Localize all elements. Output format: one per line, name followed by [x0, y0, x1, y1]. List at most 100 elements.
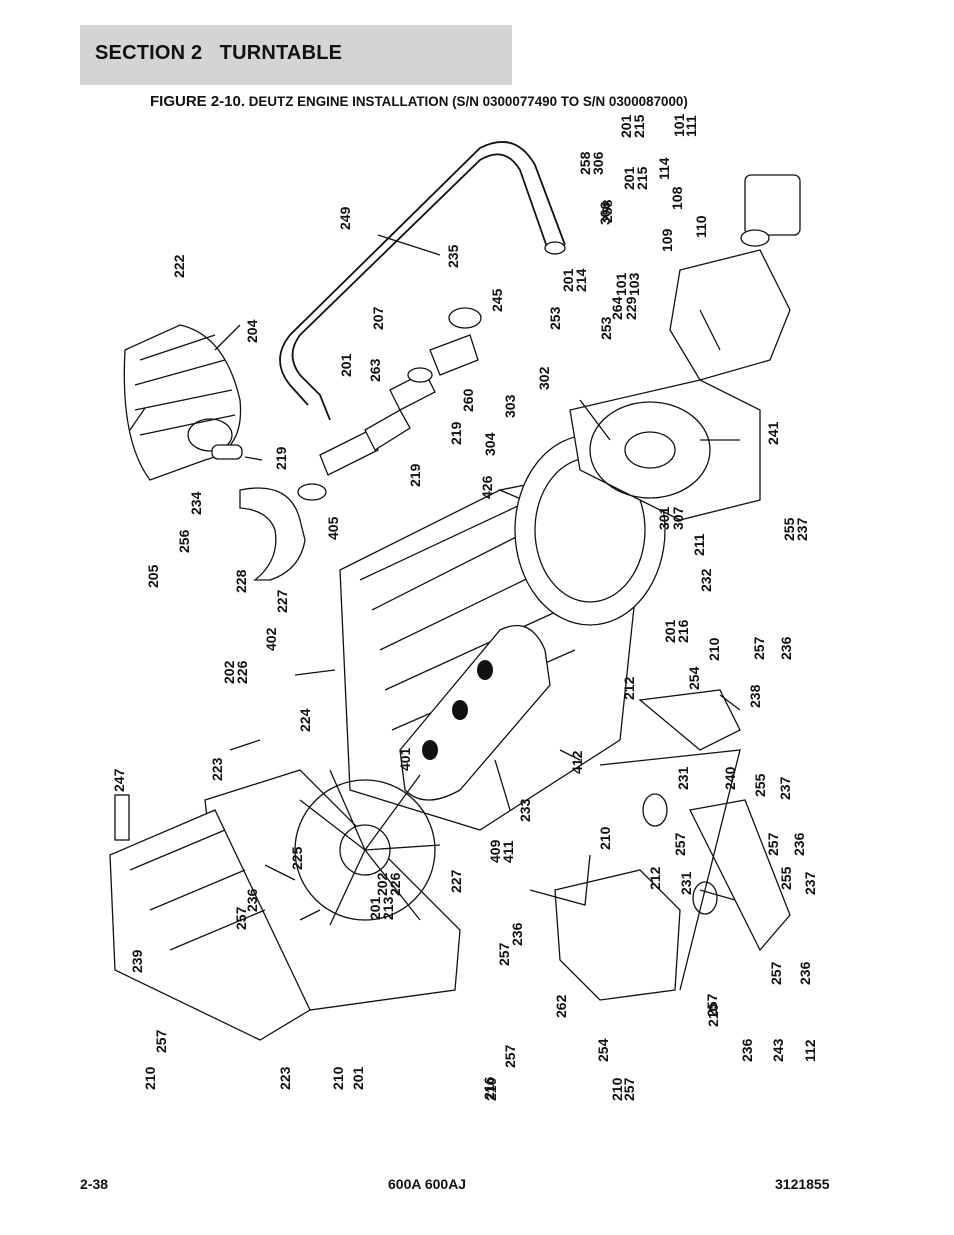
document-number: 3121855 — [775, 1176, 830, 1192]
callout-256: 256 — [176, 529, 192, 553]
callout-201: 201 — [560, 268, 576, 292]
callout-114: 114 — [656, 157, 672, 180]
callout-210: 210 — [705, 1003, 721, 1027]
callout-201: 201 — [338, 353, 354, 377]
callout-257: 257 — [621, 1077, 637, 1101]
callout-201: 201 — [618, 114, 634, 138]
callout-254: 254 — [595, 1038, 611, 1062]
callout-215: 215 — [634, 166, 650, 190]
model-numbers: 600A 600AJ — [388, 1176, 467, 1192]
callout-236: 236 — [778, 636, 794, 660]
callout-219: 219 — [407, 463, 423, 487]
callout-303: 303 — [502, 394, 518, 418]
callout-201: 201 — [621, 166, 637, 190]
callout-257: 257 — [502, 1044, 518, 1068]
callout-257: 257 — [751, 636, 767, 660]
callout-216: 216 — [481, 1076, 497, 1100]
callout-239: 239 — [129, 949, 145, 973]
callout-214: 214 — [573, 268, 589, 292]
callout-253: 253 — [547, 306, 563, 330]
callout-229: 229 — [623, 296, 639, 320]
callout-247: 247 — [111, 768, 127, 792]
callout-223: 223 — [209, 757, 225, 781]
callout-215: 215 — [631, 114, 647, 138]
callout-241: 241 — [765, 421, 781, 445]
callout-253: 253 — [598, 316, 614, 340]
callout-227: 227 — [274, 589, 290, 613]
callout-201: 201 — [662, 619, 678, 643]
callout-257: 257 — [704, 993, 720, 1017]
callout-231: 231 — [678, 871, 694, 895]
callout-226: 226 — [387, 872, 403, 896]
callout-232: 232 — [698, 568, 714, 592]
callout-254: 254 — [686, 666, 702, 690]
callout-255: 255 — [781, 517, 797, 541]
page-number: 2-38 — [80, 1176, 109, 1192]
callout-306: 306 — [597, 201, 613, 225]
callout-216: 216 — [675, 619, 691, 643]
callout-103: 103 — [626, 272, 642, 296]
callout-409: 409 — [487, 839, 503, 863]
callout-263: 263 — [367, 358, 383, 382]
callout-412: 412 — [569, 750, 585, 774]
callout-210: 210 — [706, 637, 722, 661]
callout-257: 257 — [496, 942, 512, 966]
callout-207: 207 — [370, 306, 386, 330]
callout-402: 402 — [263, 627, 279, 651]
callout-234: 234 — [188, 491, 204, 515]
exploded-view-art — [109, 140, 801, 1041]
callout-236: 236 — [739, 1038, 755, 1062]
callout-231: 231 — [675, 766, 691, 790]
callout-257: 257 — [153, 1029, 169, 1053]
callout-304: 304 — [482, 432, 498, 456]
callout-108: 108 — [669, 186, 685, 210]
callout-238: 238 — [747, 684, 763, 708]
callout-401: 401 — [397, 747, 413, 771]
callout-258: 258 — [577, 151, 593, 175]
callout-212: 212 — [621, 676, 637, 700]
callout-255: 255 — [778, 866, 794, 890]
callout-307: 307 — [670, 506, 686, 530]
callout-210: 210 — [597, 826, 613, 850]
callout-240: 240 — [722, 766, 738, 790]
callout-101: 101 — [671, 113, 687, 137]
figure-title: DEUTZ ENGINE INSTALLATION (S/N 030007749… — [245, 94, 688, 109]
callout-405: 405 — [325, 516, 341, 540]
callout-302: 302 — [536, 366, 552, 390]
callout-257: 257 — [765, 832, 781, 856]
callout-213: 213 — [380, 896, 396, 920]
callout-228: 228 — [233, 569, 249, 593]
callout-411: 411 — [500, 840, 516, 863]
callout-109: 109 — [659, 228, 675, 252]
callout-237: 237 — [794, 517, 810, 541]
callout-255: 255 — [752, 773, 768, 797]
section-header: SECTION 2 TURNTABLE — [80, 25, 512, 85]
callout-236: 236 — [509, 922, 525, 946]
figure-caption: FIGURE 2-10. DEUTZ ENGINE INSTALLATION (… — [150, 93, 688, 110]
callout-219: 219 — [273, 446, 289, 470]
callout-226: 226 — [234, 660, 250, 684]
callout-210: 210 — [483, 1077, 499, 1101]
callout-235: 235 — [445, 244, 461, 268]
callout-202: 202 — [374, 872, 390, 896]
callout-257: 257 — [672, 832, 688, 856]
callout-111: 111 — [683, 115, 699, 137]
callout-212: 212 — [647, 866, 663, 890]
figure-number: FIGURE 2-10. — [150, 93, 246, 110]
callout-210: 210 — [609, 1077, 625, 1101]
callout-210: 210 — [330, 1066, 346, 1090]
callout-257: 257 — [233, 906, 249, 930]
callout-236: 236 — [244, 888, 260, 912]
callout-205: 205 — [145, 564, 161, 588]
callout-258: 258 — [599, 199, 615, 223]
callout-224: 224 — [297, 708, 313, 732]
callout-243: 243 — [770, 1038, 786, 1062]
callout-219: 219 — [448, 421, 464, 445]
callout-249: 249 — [337, 206, 353, 230]
callout-257: 257 — [768, 961, 784, 985]
callout-236: 236 — [791, 832, 807, 856]
callout-237: 237 — [802, 871, 818, 895]
